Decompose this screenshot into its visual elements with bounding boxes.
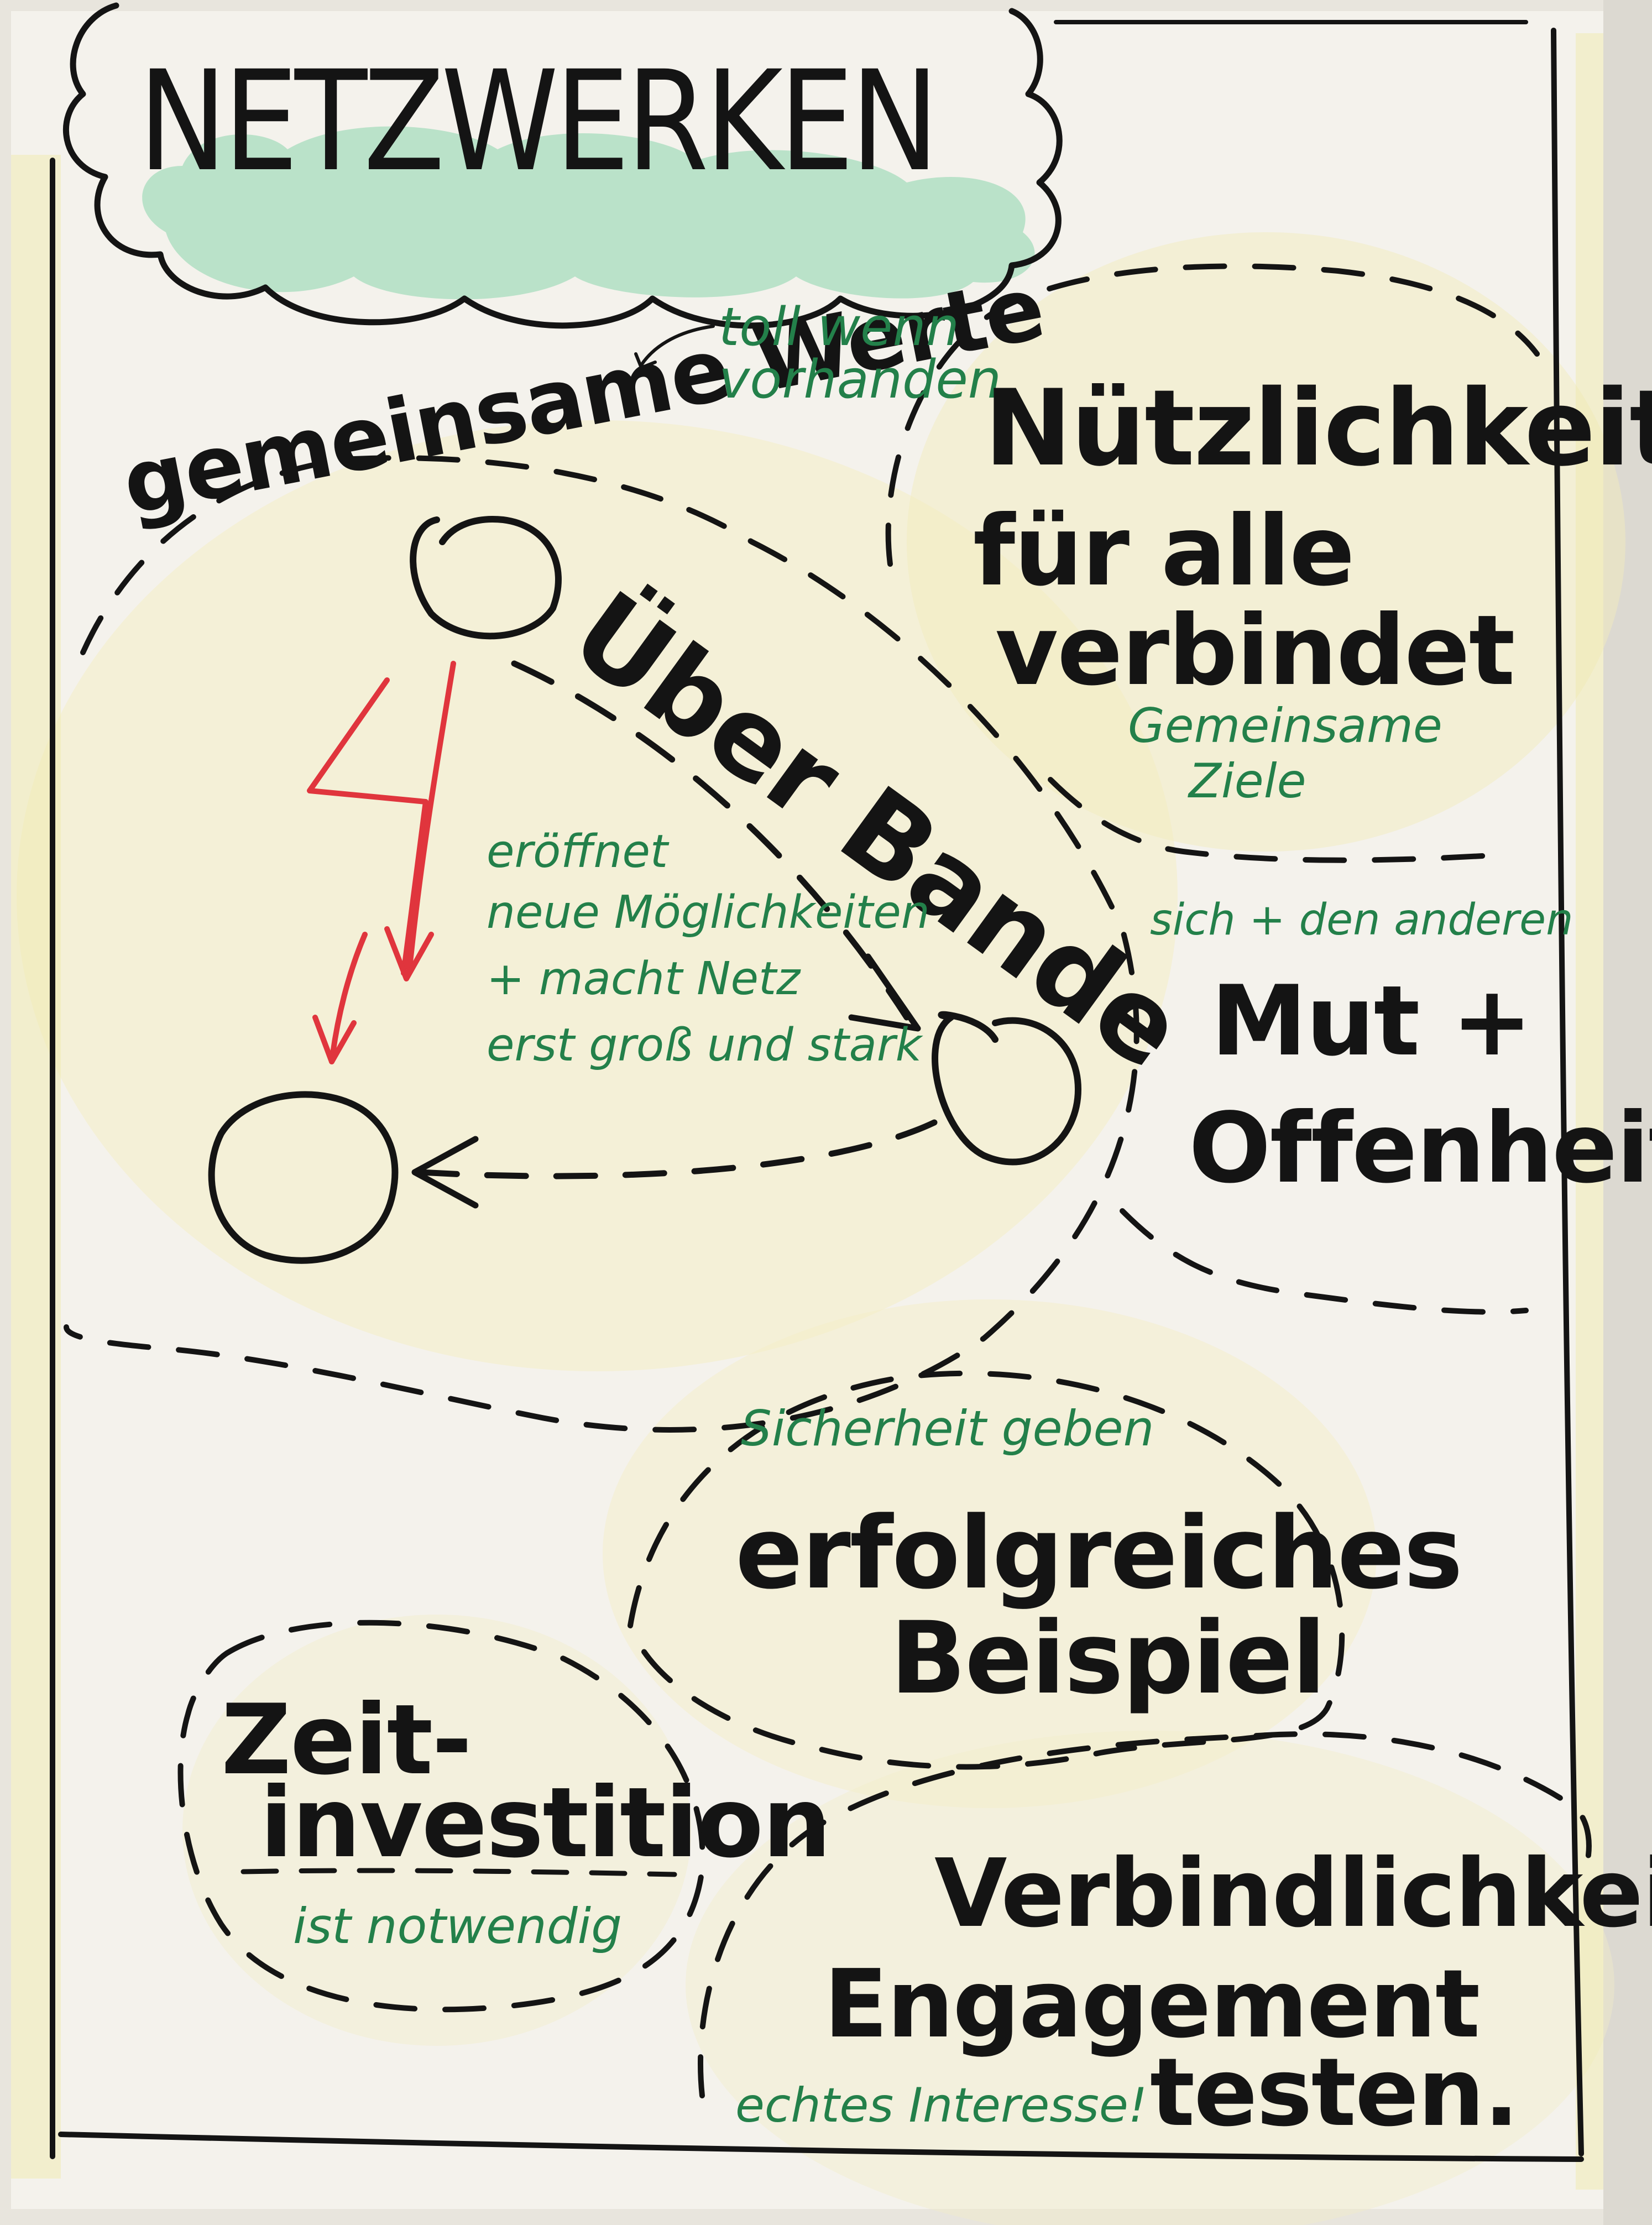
heading-zeit-line-1: Zeit- [221, 1684, 472, 1796]
dashed-outline-bande [64, 455, 1139, 1433]
note-ziele-line-1: Gemeinsame [1128, 698, 1442, 754]
heading-beispiel-line-1: erfolgreiches [735, 1496, 1463, 1611]
note-zeit: ist notwendig [293, 1898, 622, 1955]
dashed-outline-verbindlichkeit [698, 1731, 1592, 2098]
heading-verbindlichkeit-line-1: Verbindlichkeit [934, 1839, 1652, 1949]
dashed-outline-zeit [177, 1620, 705, 2013]
node-circle-top [410, 516, 562, 640]
dashed-separator-ziele [1048, 777, 1512, 863]
highlight-bande-area [17, 420, 1178, 1371]
red-arrow-long [406, 661, 456, 976]
note-werte-line-1: toll wenn [719, 297, 959, 358]
highlight-beispiel-area [603, 1299, 1377, 1808]
red-lightning-bolt [307, 677, 428, 976]
highlight-verbindlichkeit-area [686, 1731, 1614, 2225]
note-bande-line-2: neue Möglichkeiten [487, 886, 930, 939]
heading-nuetzlichkeit-line-2: für alle [973, 495, 1355, 608]
heading-verbindlichkeit-line-2: Engagement [824, 1950, 1480, 2059]
heading-mut-line-1: Mut + [1211, 965, 1533, 1078]
heading-beispiel-line-2: Beispiel [890, 1601, 1326, 1716]
highlight-zeit-area [182, 1615, 691, 2046]
arrow-right-to-left [417, 1119, 938, 1179]
arrow-top-to-right [511, 660, 910, 1021]
pointer-arrow-note-werte [634, 325, 715, 369]
heading-mut-line-2: Offenheit [1189, 1093, 1652, 1205]
title-cloud-green-fill [142, 126, 1035, 300]
dashed-underline-zeit [241, 1868, 677, 1877]
red-arrow-to-node [329, 932, 368, 1064]
note-werte-line-2: vorhanden [719, 349, 1001, 410]
arrowhead-right-to-left [411, 1136, 479, 1209]
dashed-separator-mut [1120, 1208, 1529, 1315]
red-arrowhead-right [384, 926, 434, 981]
dashed-outline-nuetzlichkeit [885, 263, 1540, 567]
node-circle-bottom-left [208, 1091, 399, 1264]
note-bande-line-4: erst groß und stark [487, 1019, 922, 1072]
poster-title: NETZWERKEN [138, 41, 939, 202]
note-interesse: echtes Interesse! [735, 2078, 1148, 2133]
note-bande-line-1: eröffnet [487, 826, 668, 878]
node-circle-right [932, 1011, 1081, 1166]
title-cloud-outline [63, 2, 1063, 329]
heading-nuetzlichkeit-line-1: Nützlichkeit [984, 367, 1652, 489]
note-ziele-line-2: Ziele [1189, 754, 1306, 809]
red-arrowhead-left [312, 1015, 357, 1064]
heading-verbindlichkeit-line-3: testen. [1150, 2038, 1519, 2148]
frame-right-line [1551, 28, 1584, 2156]
heading-nuetzlichkeit-line-3: verbindet [995, 595, 1515, 707]
dashed-outline-beispiel [628, 1370, 1345, 1770]
heading-zeit-line-2: investition [260, 1767, 832, 1879]
frame-bottom-line [58, 2132, 1584, 2162]
highlight-nuetzlichkeit-area [907, 232, 1625, 852]
arrowhead-top-to-right [848, 953, 921, 1032]
note-bande-line-3: + macht Netz [487, 953, 801, 1005]
note-mut: sich + den anderen [1150, 895, 1573, 945]
note-sicherheit: Sicherheit geben [741, 1400, 1154, 1457]
